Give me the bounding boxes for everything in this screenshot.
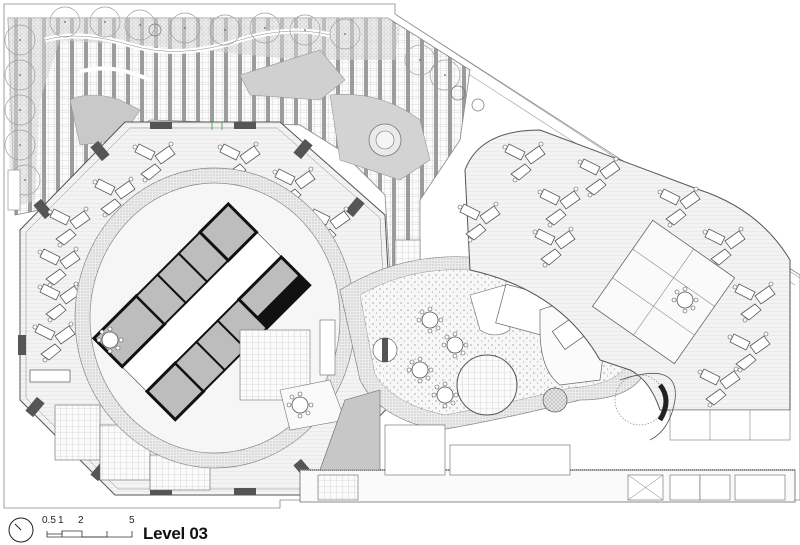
core-adjacent-rooms <box>96 319 346 431</box>
column <box>234 122 256 129</box>
scale-tick-2: 2 <box>78 515 84 526</box>
level-title: Level 03 <box>143 524 208 543</box>
scale-tick-0-5: 0.5 <box>42 515 56 526</box>
central-core <box>91 201 312 422</box>
scale-tick-5: 5 <box>129 515 135 526</box>
south-service-rooms <box>299 389 796 503</box>
scale-tick-1: 1 <box>58 515 64 526</box>
legend: 0.5 1 2 5 Level 03 <box>0 505 260 545</box>
roof-terrace-garden <box>4 6 485 276</box>
column <box>150 122 172 129</box>
east-workspace <box>457 129 791 441</box>
north-arrow-icon <box>8 517 34 543</box>
scale-bar <box>46 530 133 538</box>
spiral-stair <box>614 373 676 441</box>
